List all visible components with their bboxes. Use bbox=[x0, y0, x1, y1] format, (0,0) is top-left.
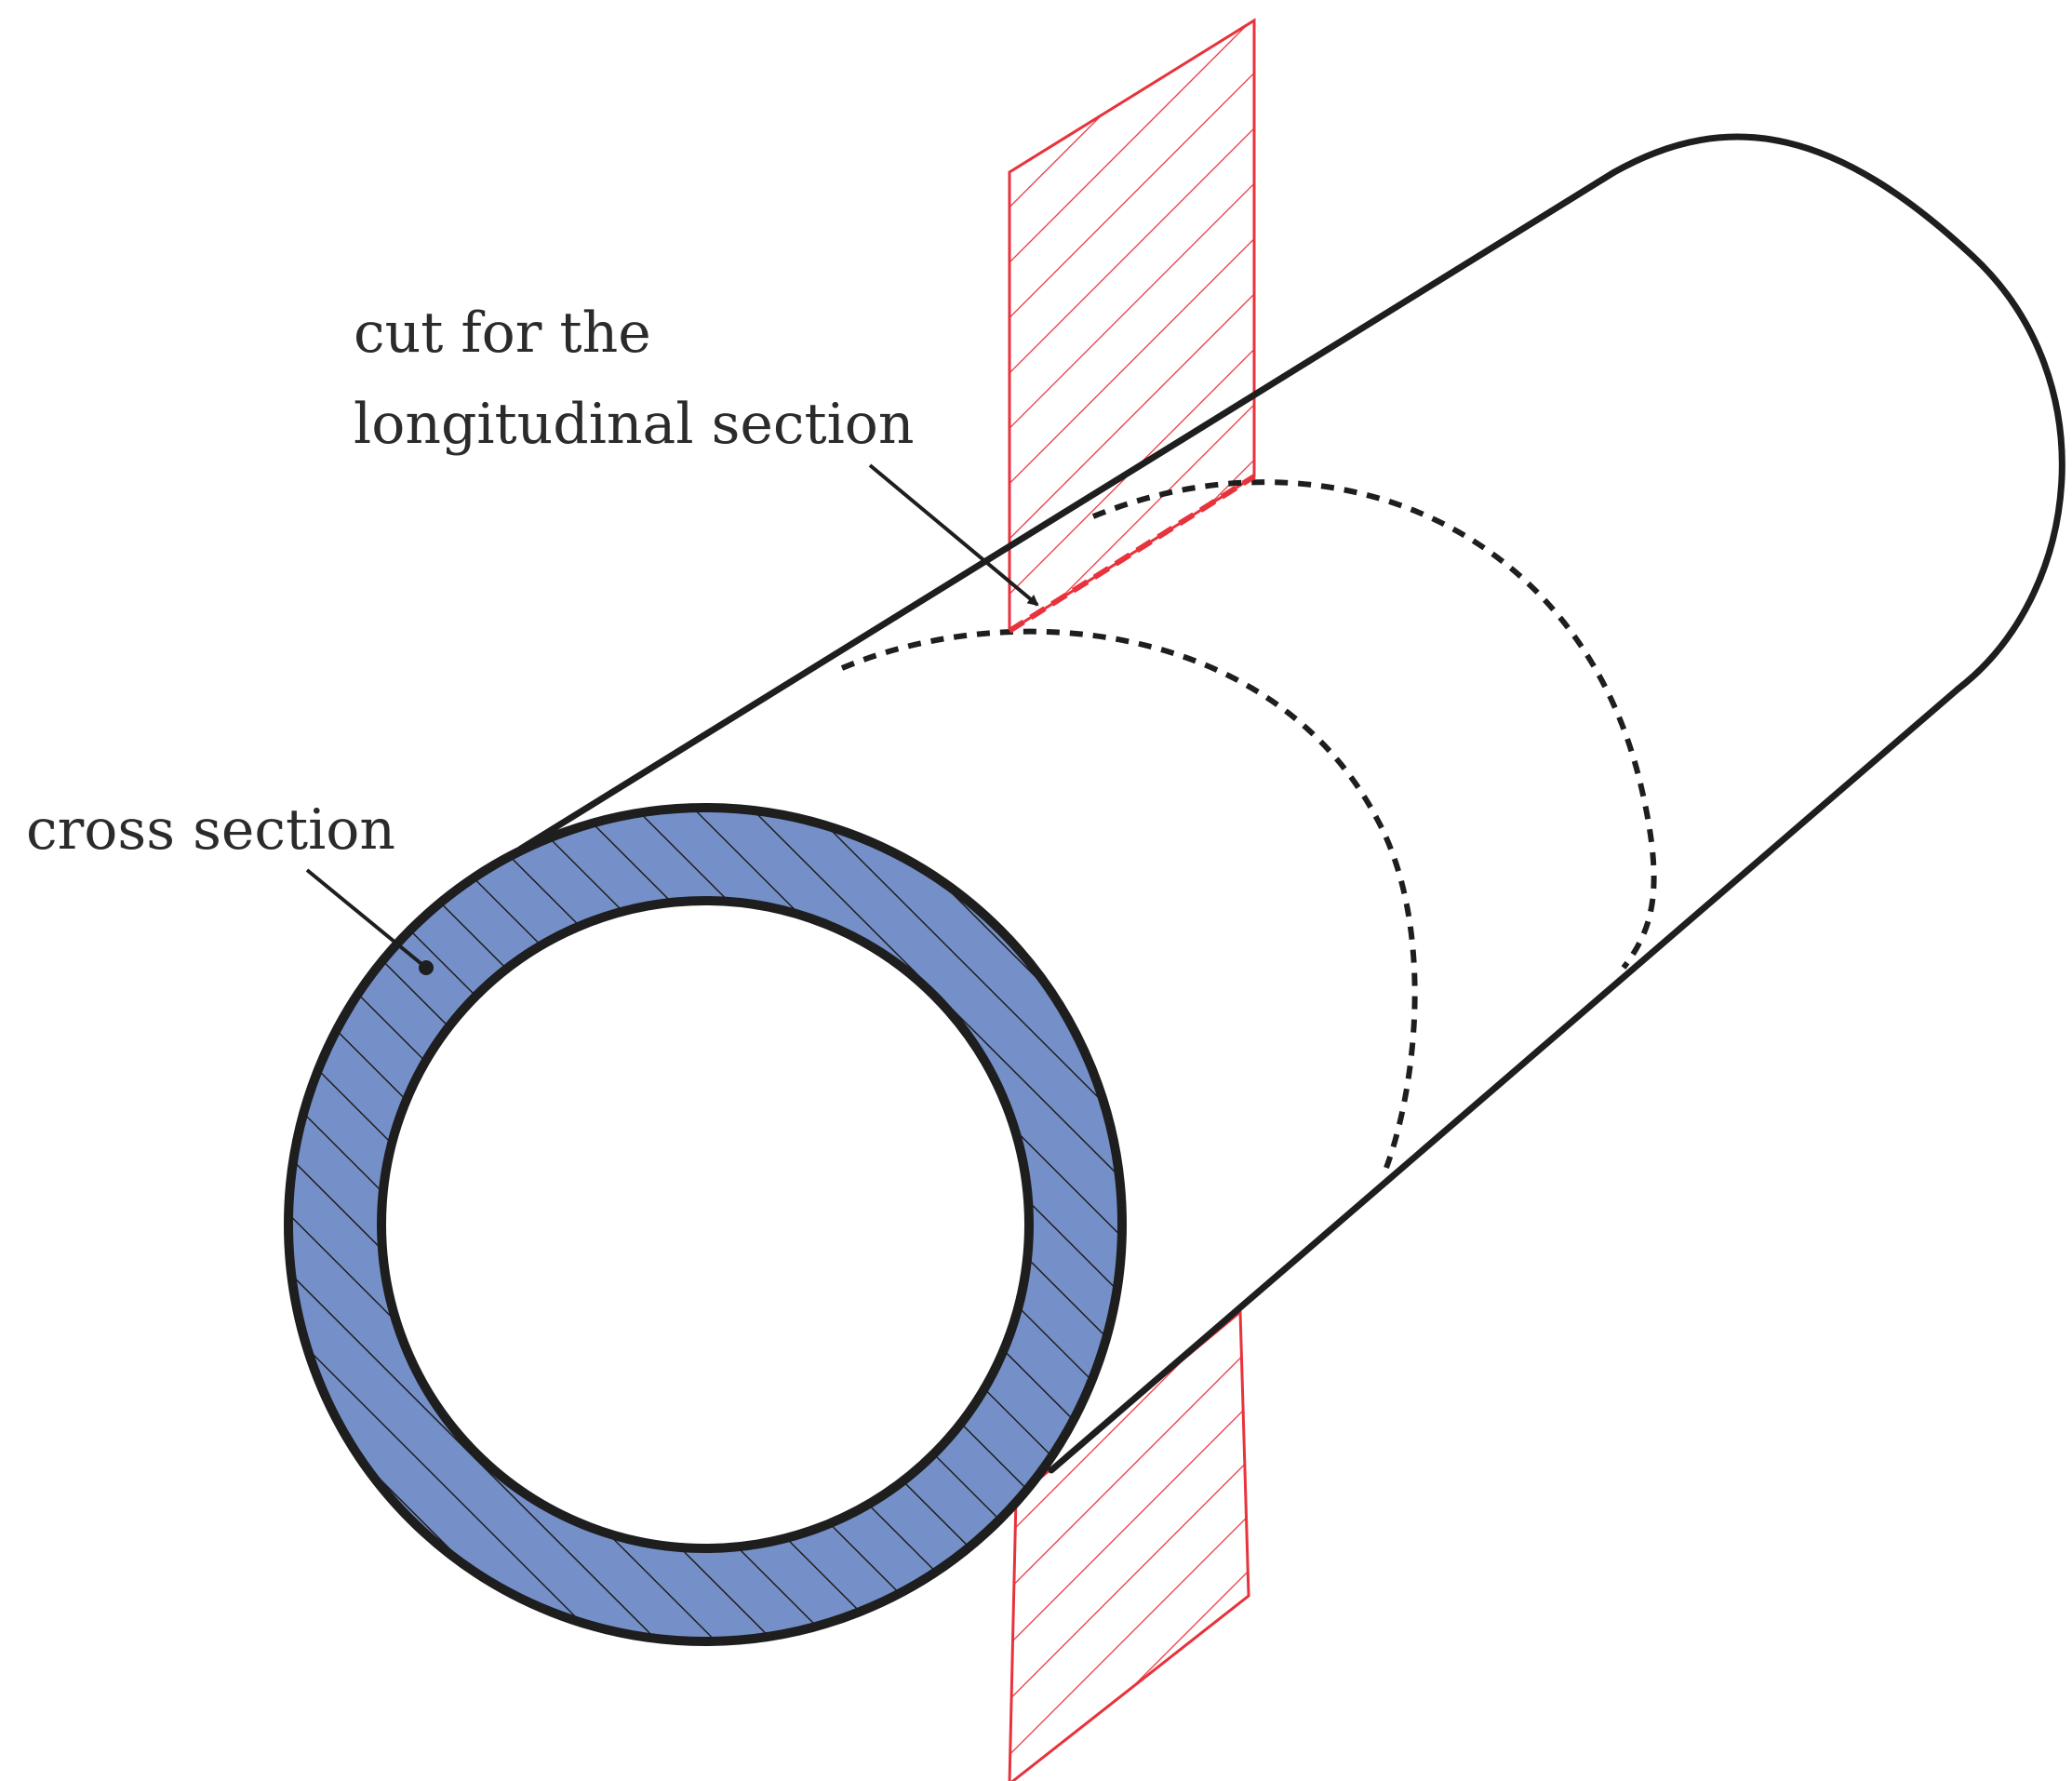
pipe-body bbox=[517, 133, 2065, 1474]
upper-cut-plane bbox=[1008, 18, 1256, 634]
cross-section-leader-line bbox=[305, 868, 428, 970]
longitudinal-label-line1: cut for the bbox=[354, 301, 651, 366]
cross-section-label: cross section bbox=[26, 797, 395, 863]
longitudinal-cut-line bbox=[1008, 474, 1256, 634]
cross-section-leader-dot bbox=[419, 960, 434, 975]
longitudinal-label-line2: longitudinal section bbox=[354, 392, 915, 457]
cross-section-ring bbox=[284, 803, 1127, 1646]
hidden-section-contours bbox=[840, 479, 1657, 1170]
longitudinal-leader-arrow bbox=[868, 463, 1039, 607]
